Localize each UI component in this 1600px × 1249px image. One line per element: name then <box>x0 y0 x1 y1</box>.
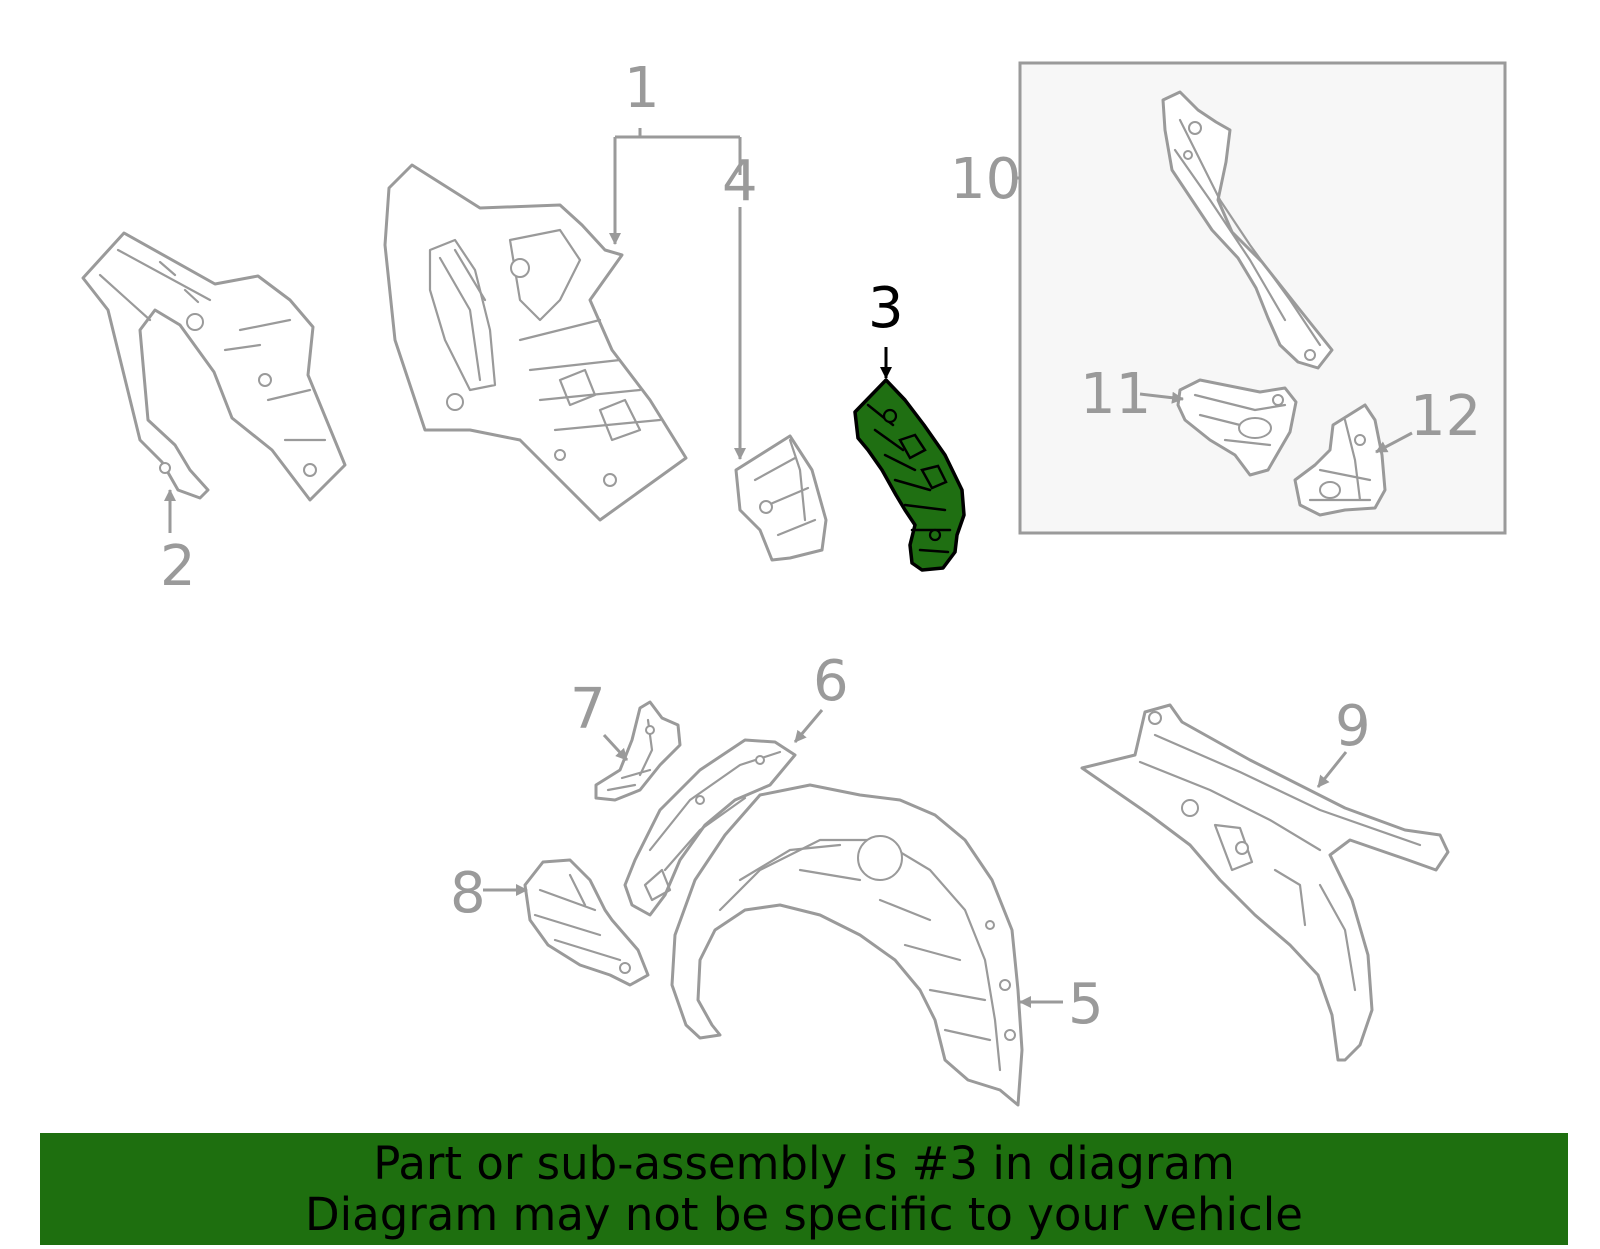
callout-8[interactable]: 8 <box>450 861 486 926</box>
part-12-drawing[interactable] <box>1293 403 1387 517</box>
callout-3[interactable]: 3 <box>868 276 904 341</box>
callout-1[interactable]: 1 <box>624 56 660 121</box>
callout-12[interactable]: 12 <box>1410 384 1481 449</box>
notice-banner: Part or sub-assembly is #3 in diagram Di… <box>40 1133 1568 1245</box>
part-5-drawing[interactable] <box>670 783 1024 1107</box>
callout-2[interactable]: 2 <box>160 534 196 599</box>
leader-lines <box>164 128 1413 1008</box>
part-9-drawing[interactable] <box>1080 703 1450 1062</box>
part-3-drawing[interactable] <box>853 378 966 572</box>
callout-11[interactable]: 11 <box>1080 362 1151 427</box>
callout-7[interactable]: 7 <box>570 677 606 742</box>
part-2-drawing[interactable] <box>81 231 347 502</box>
callout-4[interactable]: 4 <box>722 149 758 214</box>
callout-9[interactable]: 9 <box>1335 694 1371 759</box>
part-4-drawing[interactable] <box>734 434 828 562</box>
part-1-drawing[interactable] <box>383 163 688 522</box>
callout-10[interactable]: 10 <box>950 147 1021 212</box>
part-11-drawing[interactable] <box>1176 378 1298 477</box>
banner-line-2: Diagram may not be specific to your vehi… <box>305 1188 1303 1241</box>
callout-5[interactable]: 5 <box>1068 972 1104 1037</box>
callout-labels: 1 2 3 4 5 6 7 8 9 10 11 12 <box>160 56 1481 1037</box>
banner-line-1: Part or sub-assembly is #3 in diagram <box>373 1137 1235 1190</box>
part-6-drawing[interactable] <box>623 738 797 917</box>
part-10-drawing[interactable] <box>1161 90 1334 370</box>
callout-6[interactable]: 6 <box>813 649 849 714</box>
part-8-drawing[interactable] <box>523 858 650 987</box>
part-7-drawing[interactable] <box>594 700 682 802</box>
